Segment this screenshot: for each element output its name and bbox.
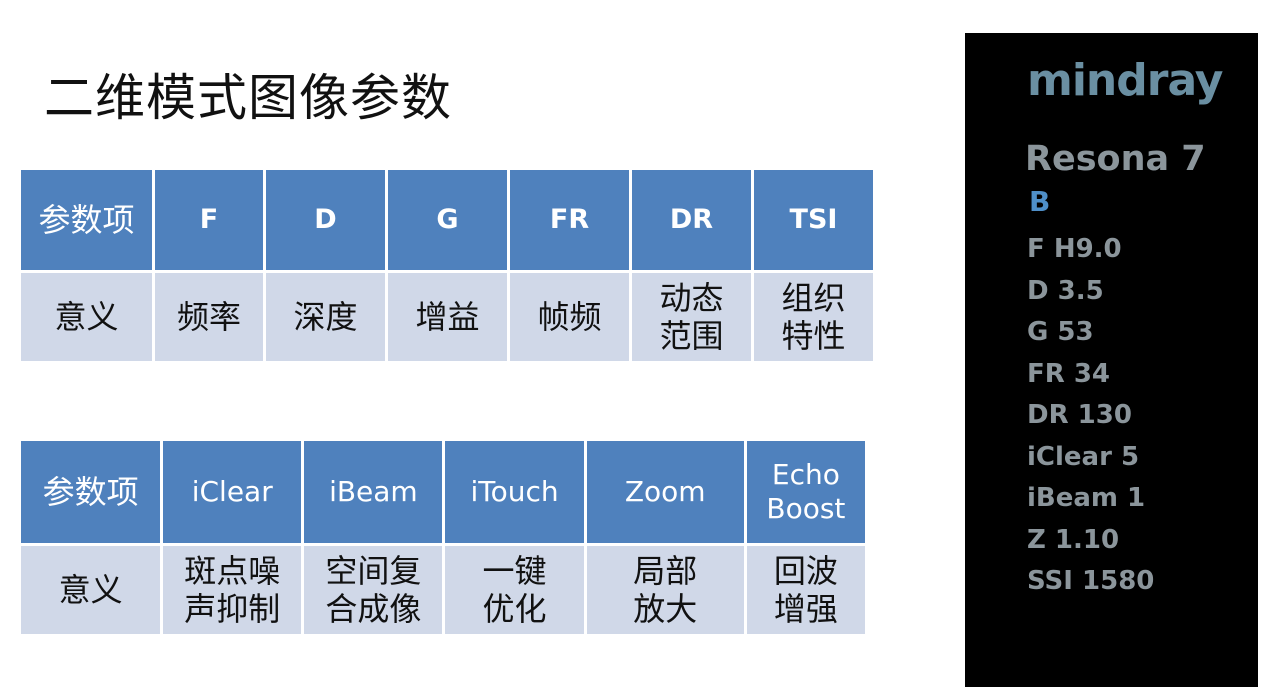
- header-cell: iBeam: [301, 438, 446, 546]
- header-cell: iClear: [160, 438, 305, 546]
- cell-line: 组织: [781, 278, 846, 317]
- header-cell: iTouch: [442, 438, 587, 546]
- header-cell: Zoom: [583, 438, 747, 546]
- parameter-readout: F H9.0: [1027, 234, 1122, 264]
- row-label-cell: 意义: [18, 270, 155, 364]
- meaning-cell: 组织 特性: [751, 270, 876, 364]
- table-header-row: 参数项 iClear iBeam iTouch Zoom Echo Boost: [17, 438, 869, 546]
- meaning-cell: 一键 优化: [442, 543, 587, 637]
- cell-line: 一键: [482, 551, 547, 590]
- table-row: 意义 频率 深度 增益 帧频 动态 范围 组织 特性: [18, 270, 876, 364]
- cell-line: 动态: [659, 278, 724, 317]
- ultrasound-parameter-panel: mindray Resona 7 B F H9.0 D 3.5 G 53 FR …: [965, 33, 1258, 687]
- meaning-cell: 空间复 合成像: [301, 543, 446, 637]
- cell-line: 放大: [633, 590, 698, 628]
- cell-line: Echo: [771, 458, 840, 492]
- header-cell: 参数项: [18, 167, 155, 273]
- cell-line: Boost: [766, 492, 846, 525]
- meaning-cell: 斑点噪 声抑制: [160, 543, 305, 637]
- header-cell: G: [385, 167, 510, 273]
- cell-line: iBeam: [329, 475, 418, 509]
- cell-line: 频率: [176, 297, 241, 336]
- page-title: 二维模式图像参数: [44, 69, 452, 127]
- cell-line: 参数项: [42, 472, 139, 511]
- cell-line: 优化: [482, 590, 547, 628]
- cell-line: 深度: [293, 297, 358, 336]
- row-label-cell: 意义: [17, 543, 164, 637]
- cell-line: 帧频: [537, 297, 602, 336]
- cell-line: 增益: [415, 297, 480, 336]
- parameter-readout: iBeam 1: [1027, 483, 1146, 513]
- cell-line: 意义: [58, 570, 123, 609]
- parameter-table-advanced: 参数项 iClear iBeam iTouch Zoom Echo Boost …: [17, 438, 869, 637]
- cell-line: 空间复: [325, 551, 422, 590]
- cell-line: iTouch: [470, 475, 559, 509]
- header-cell: 参数项: [17, 438, 164, 546]
- imaging-mode: B: [1029, 185, 1051, 218]
- brand-logo: mindray: [1027, 55, 1223, 106]
- meaning-cell: 频率: [152, 270, 266, 364]
- parameter-readout: FR 34: [1027, 358, 1111, 389]
- meaning-cell: 动态 范围: [629, 270, 754, 364]
- cell-line: 特性: [781, 317, 846, 355]
- table-row: 意义 斑点噪 声抑制 空间复 合成像 一键 优化 局部 放大 回波 增强: [17, 543, 869, 637]
- cell-line: 声抑制: [184, 590, 281, 628]
- cell-line: 增强: [773, 590, 838, 628]
- parameter-readout: G 53: [1027, 317, 1094, 347]
- cell-line: iClear: [191, 475, 273, 509]
- cell-line: 局部: [633, 551, 698, 590]
- meaning-cell: 局部 放大: [583, 543, 747, 637]
- header-cell: TSI: [751, 167, 876, 273]
- cell-line: 范围: [659, 317, 724, 355]
- header-cell: FR: [507, 167, 632, 273]
- meaning-cell: 帧频: [507, 270, 632, 364]
- parameter-readout: D 3.5: [1027, 275, 1104, 306]
- meaning-cell: 回波 增强: [743, 543, 869, 637]
- parameter-table-basic: 参数项 F D G FR DR TSI 意义 频率 深度 增益 帧频 动态 范围…: [18, 167, 876, 364]
- parameter-readout-list: F H9.0 D 3.5 G 53 FR 34 DR 130 iClear 5 …: [1027, 229, 1154, 603]
- header-cell: DR: [629, 167, 754, 273]
- model-name: Resona 7: [1025, 139, 1206, 179]
- parameter-readout: SSI 1580: [1027, 566, 1155, 596]
- header-cell: D: [263, 167, 388, 273]
- header-cell: F: [152, 167, 266, 273]
- parameter-readout: DR 130: [1027, 400, 1132, 430]
- header-cell: Echo Boost: [743, 438, 869, 546]
- cell-line: 合成像: [325, 590, 422, 628]
- cell-line: Zoom: [624, 475, 706, 509]
- meaning-cell: 深度: [263, 270, 388, 364]
- table-header-row: 参数项 F D G FR DR TSI: [18, 167, 876, 273]
- cell-line: 斑点噪: [184, 551, 281, 590]
- cell-line: 回波: [773, 551, 838, 590]
- meaning-cell: 增益: [385, 270, 510, 364]
- parameter-readout: iClear 5: [1027, 441, 1140, 472]
- parameter-readout: Z 1.10: [1027, 524, 1120, 555]
